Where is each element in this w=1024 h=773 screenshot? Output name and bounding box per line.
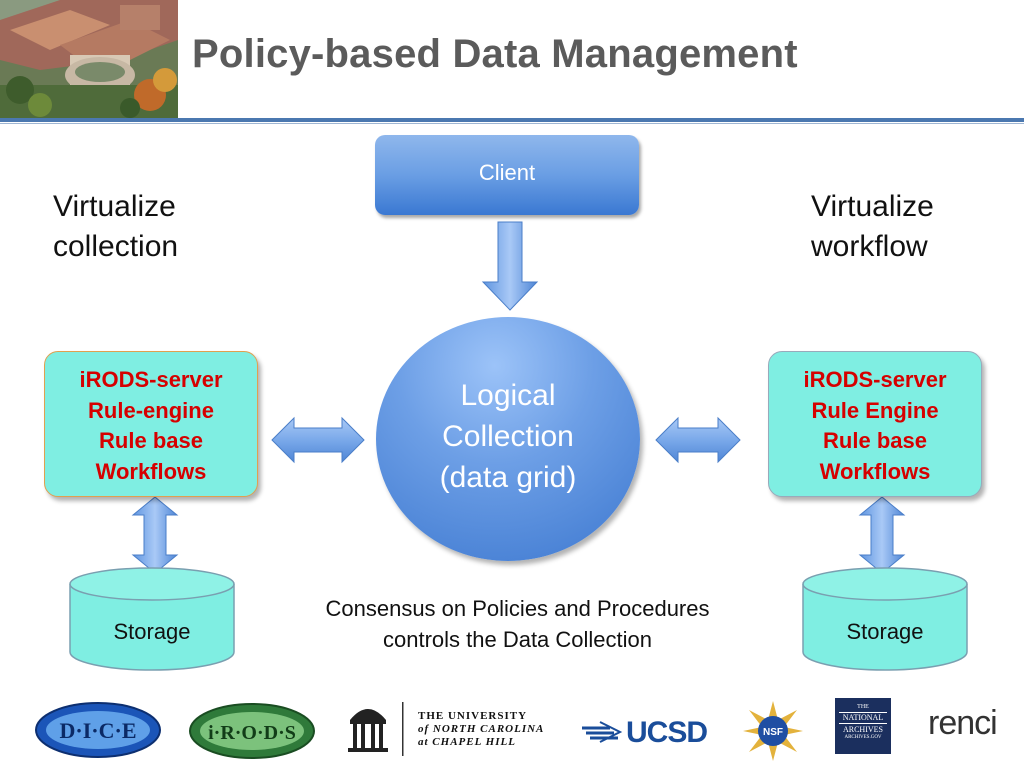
unc-old-well-icon [348,702,404,756]
caption-line: controls the Data Collection [382,627,653,652]
virtualize-collection-label: Virtualize collection [53,187,178,267]
label-line: collection [53,230,179,263]
consensus-caption: Consensus on Policies and Procedures con… [280,593,755,655]
nsf-logo-text: NSF [763,727,783,738]
irods-logo-text: i·R·O·D·S [208,722,296,744]
storage-cylinder-left: Storage [68,566,236,674]
left-vertical-double-arrow [131,496,179,574]
irods-server-box-right: iRODS-server Rule Engine Rule base Workf… [768,351,982,497]
left-double-arrow [271,416,365,464]
logical-line: Logical [460,379,556,412]
page-title: Policy-based Data Management [192,32,798,76]
storage-label: Storage [846,619,924,644]
storage-label: Storage [113,619,191,644]
title-divider-thin [0,123,1024,124]
campus-photo [0,0,178,118]
logical-collection-circle: Logical Collection (data grid) [376,317,640,561]
dice-logo: D·I·C·E [35,702,161,758]
nsf-logo: NSF [743,701,803,761]
irods-server-box-left: iRODS-server Rule-engine Rule base Workf… [44,351,258,497]
unc-line: THE UNIVERSITY [418,710,528,722]
irods-line: Rule base [99,428,203,453]
unc-logo-text: THE UNIVERSITY of NORTH CAROLINA at CHAP… [418,710,544,749]
label-line: Virtualize [811,190,934,223]
ucsd-logo-text: UCSD [626,716,708,749]
archives-line: ARCHIVES [842,725,883,734]
client-label: Client [478,160,536,185]
irods-line: Workflows [819,458,931,484]
unc-line: at CHAPEL HILL [418,736,516,748]
down-arrow [481,221,539,311]
irods-line: iRODS-server [803,367,947,392]
logical-line: Collection [442,420,574,453]
caption-line: Consensus on Policies and Procedures [325,596,710,621]
unc-line: of NORTH CAROLINA [418,723,545,735]
client-box: Client [375,135,639,215]
label-line: workflow [811,230,928,263]
irods-line: Rule-engine [88,397,214,423]
irods-logo: i·R·O·D·S [189,703,315,759]
storage-cylinder-right: Storage [801,566,969,674]
virtualize-workflow-label: Virtualize workflow [811,187,934,267]
archives-line: NATIONAL [839,712,887,724]
right-double-arrow [655,416,741,464]
archives-line: ARCHIVES.GOV [844,735,882,740]
label-line: Virtualize [53,190,176,223]
ucsd-logo [582,721,623,743]
irods-line: iRODS-server [79,367,223,392]
logical-line: (data grid) [439,461,577,494]
irods-line: Rule Engine [811,397,939,423]
dice-logo-text: D·I·C·E [59,718,136,743]
irods-line: Rule base [823,428,927,453]
archives-line: THE [857,704,869,710]
logo-strip: D·I·C·E i·R·O·D·S THE UNIVERSITY of NORT… [0,690,1024,768]
irods-line: Workflows [95,458,207,484]
national-archives-logo: THE NATIONAL ARCHIVES ARCHIVES.GOV [835,698,891,754]
title-divider [0,118,1024,122]
right-vertical-double-arrow [858,496,906,574]
renci-logo-text: renci [928,704,998,742]
